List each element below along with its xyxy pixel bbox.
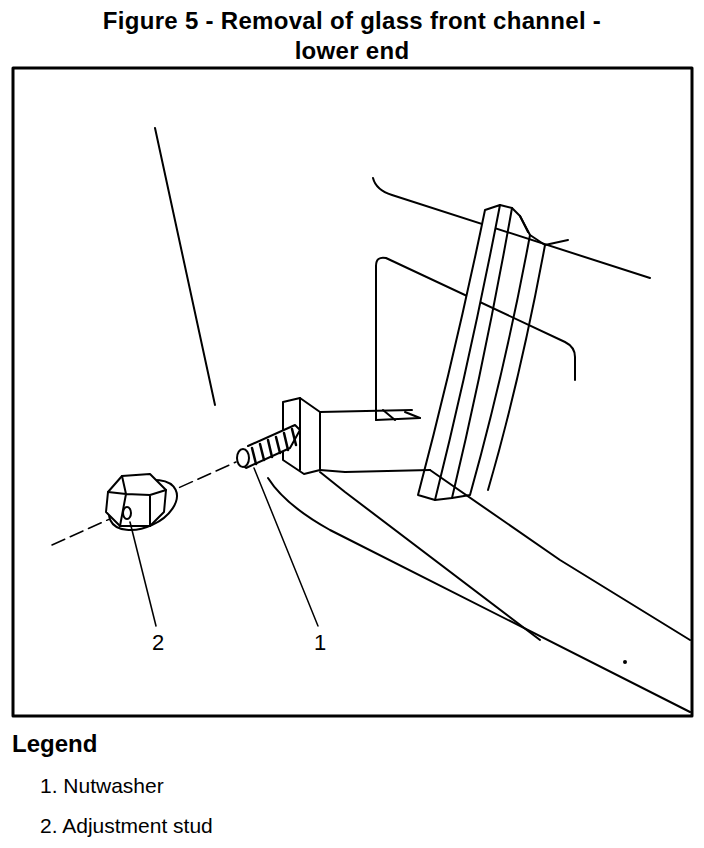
door-edge <box>430 470 690 640</box>
legend-heading: Legend <box>12 730 97 758</box>
figure-frame <box>13 68 692 716</box>
legend-entry: 2. Adjustment stud <box>40 814 213 838</box>
callout-number: 1 <box>312 631 328 655</box>
washer <box>101 470 185 540</box>
speck <box>624 661 626 663</box>
channel-strip <box>520 216 528 232</box>
channel-strip <box>435 205 512 500</box>
door-edge <box>320 472 540 640</box>
spacer <box>376 290 568 330</box>
glass-panel-edge <box>376 418 420 420</box>
door-edge <box>373 178 650 278</box>
channel-strip <box>452 208 530 498</box>
door-edge <box>268 478 690 712</box>
channel-top <box>530 235 568 245</box>
stud-end <box>237 449 249 467</box>
nut <box>106 474 166 526</box>
body-edge <box>155 128 215 405</box>
channel-strip <box>488 245 545 490</box>
callout-number: 2 <box>150 631 166 655</box>
nut-hole <box>123 507 131 519</box>
legend-entry: 1. Nutwasher <box>40 774 164 798</box>
leader-line <box>130 522 156 626</box>
bracket-edge <box>299 398 301 470</box>
center-line <box>52 462 236 545</box>
bracket-arm <box>383 410 420 420</box>
nut-facets <box>108 476 166 526</box>
bracket-arm <box>320 410 430 472</box>
leader-line <box>254 468 318 626</box>
channel-strip <box>418 205 500 500</box>
figure-title: Figure 5 - Removal of glass front channe… <box>72 6 632 66</box>
